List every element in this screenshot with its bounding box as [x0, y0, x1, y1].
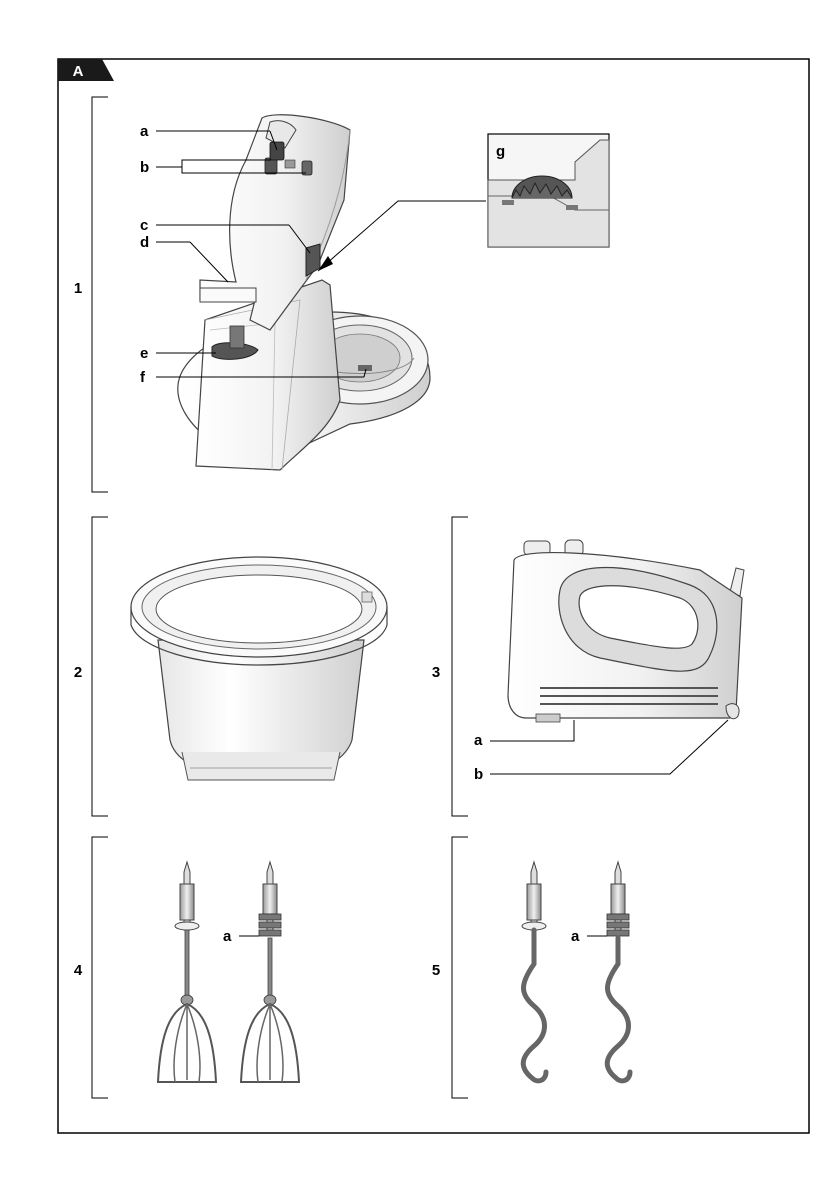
inset-label-g: g [496, 143, 505, 160]
callout-1a: a [140, 123, 149, 140]
callout-3a: a [474, 732, 483, 749]
section-number-3: 3 [432, 664, 440, 681]
panel-tab: A [58, 59, 114, 81]
section-5-callouts: a [571, 928, 607, 945]
panel-tab-label: A [73, 63, 84, 80]
section-bracket-4 [92, 837, 108, 1098]
callout-1e: e [140, 345, 148, 362]
section-bracket-5 [452, 837, 468, 1098]
section-number-4: 4 [74, 962, 83, 979]
beater-with-gear [241, 862, 299, 1082]
section-number-2: 2 [74, 664, 82, 681]
hand-mixer-illustration [508, 540, 744, 722]
callout-1c: c [140, 217, 148, 234]
section-4-callouts: a [223, 928, 259, 945]
callout-3b: b [474, 766, 483, 783]
section-number-1: 1 [74, 280, 82, 297]
callout-5a: a [571, 928, 580, 945]
callout-1b: b [140, 159, 149, 176]
mixing-bowl-illustration [131, 557, 387, 780]
section-bracket-2 [92, 517, 108, 816]
callout-4a: a [223, 928, 232, 945]
beater-plain [158, 862, 216, 1082]
dough-hook-with-gear [607, 862, 630, 1081]
dough-hook-plain [522, 862, 546, 1081]
section-bracket-3 [452, 517, 468, 816]
section-bracket-1 [92, 97, 108, 492]
section-number-5: 5 [432, 962, 440, 979]
callout-1d: d [140, 234, 149, 251]
section-3-callouts: a b [474, 720, 728, 783]
callout-1f: f [140, 369, 146, 386]
inset-detail-g: g [488, 134, 609, 247]
stand-mixer-illustration [178, 115, 486, 470]
